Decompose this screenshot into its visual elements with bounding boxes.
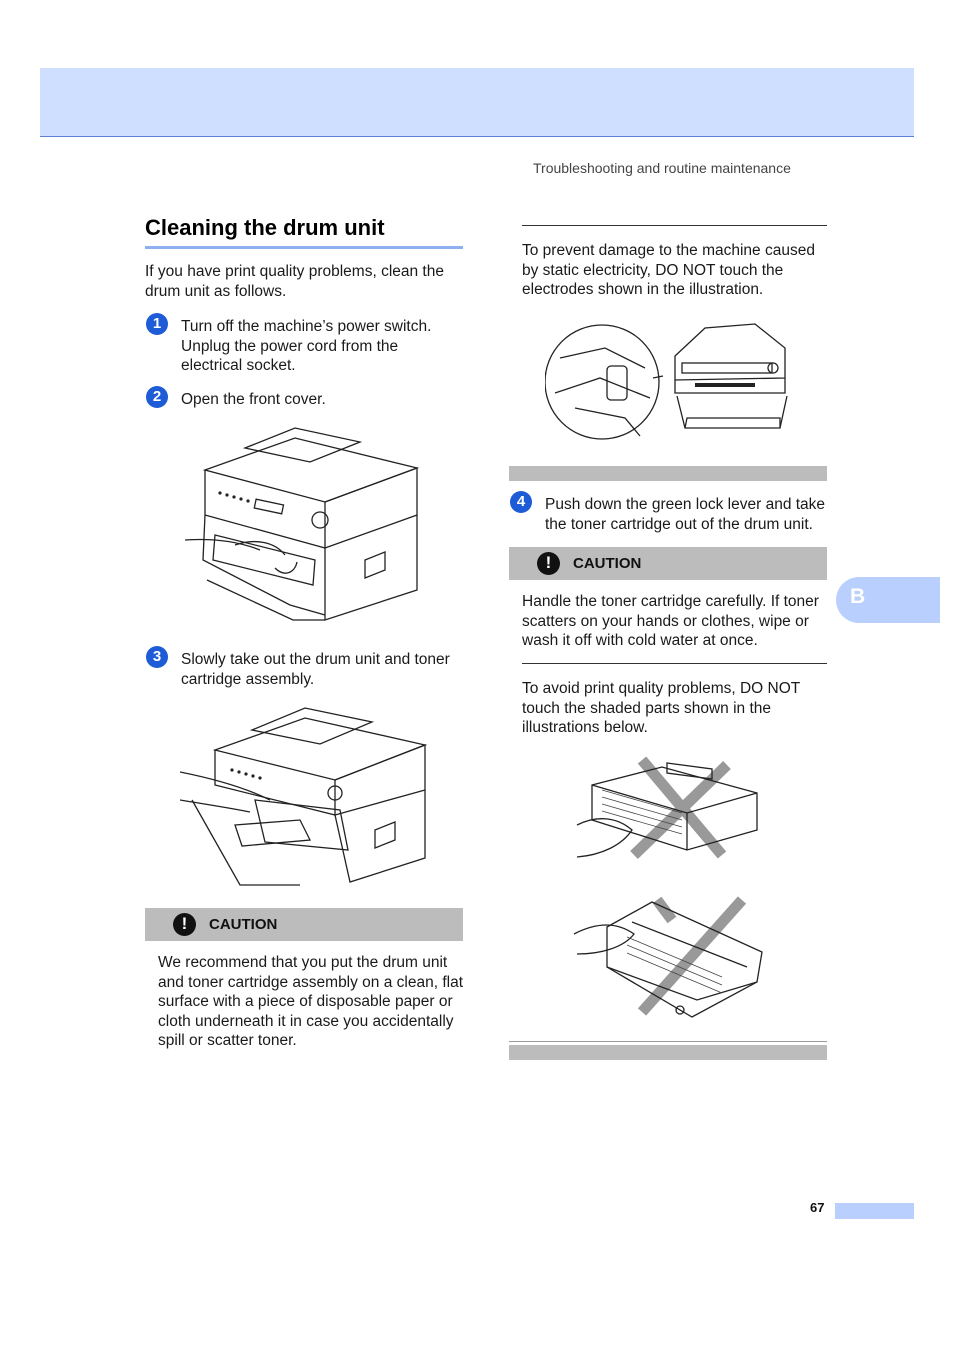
static-note-text: To prevent damage to the machine caused … (522, 242, 815, 298)
caution-bar-right: ! CAUTION (509, 547, 827, 580)
note-end-strip-1 (509, 466, 827, 481)
step-1-text: Turn off the machine’s power switch. Unp… (181, 318, 432, 374)
caution-exclamation-icon: ! (173, 913, 196, 936)
drum-unit-illustration (573, 896, 763, 1018)
step-3-badge: 3 (146, 646, 168, 668)
printer-open-cover-illustration (185, 427, 420, 621)
note-quality-rule (522, 663, 827, 664)
header-band (40, 68, 914, 137)
caution-label: CAUTION (573, 555, 642, 572)
section-title: Cleaning the drum unit (145, 215, 385, 240)
note-top-rule (522, 225, 827, 226)
step-4-text: Push down the green lock lever and take … (545, 496, 826, 533)
printer-remove-drum-illustration (180, 707, 428, 886)
title-underline (145, 246, 463, 249)
step-3-text: Slowly take out the drum unit and toner … (181, 651, 450, 688)
page-number-bar (835, 1203, 914, 1219)
electrodes-illustration (545, 323, 788, 440)
quality-note-text: To avoid print quality problems, DO NOT … (522, 680, 800, 736)
caution-left-text: We recommend that you put the drum unit … (158, 954, 464, 1049)
caution-exclamation-icon: ! (537, 552, 560, 575)
step-2-badge: 2 (146, 386, 168, 408)
caution-label: CAUTION (209, 916, 278, 933)
caution-bar-left: ! CAUTION (145, 908, 463, 941)
page-number: 67 (810, 1200, 825, 1215)
step-1-badge: 1 (146, 313, 168, 335)
note-bottom-rule (509, 1041, 827, 1042)
step-4-badge: 4 (510, 491, 532, 513)
intro-paragraph: If you have print quality problems, clea… (145, 263, 444, 300)
step-2-text: Open the front cover. (181, 391, 326, 408)
caution-right-text: Handle the toner cartridge carefully. If… (522, 593, 819, 649)
running-header: Troubleshooting and routine maintenance (533, 160, 791, 176)
chapter-tab-label: B (850, 585, 866, 608)
toner-cartridge-illustration (576, 756, 758, 859)
note-end-strip-2 (509, 1045, 827, 1060)
chapter-tab[interactable]: B (836, 577, 940, 623)
